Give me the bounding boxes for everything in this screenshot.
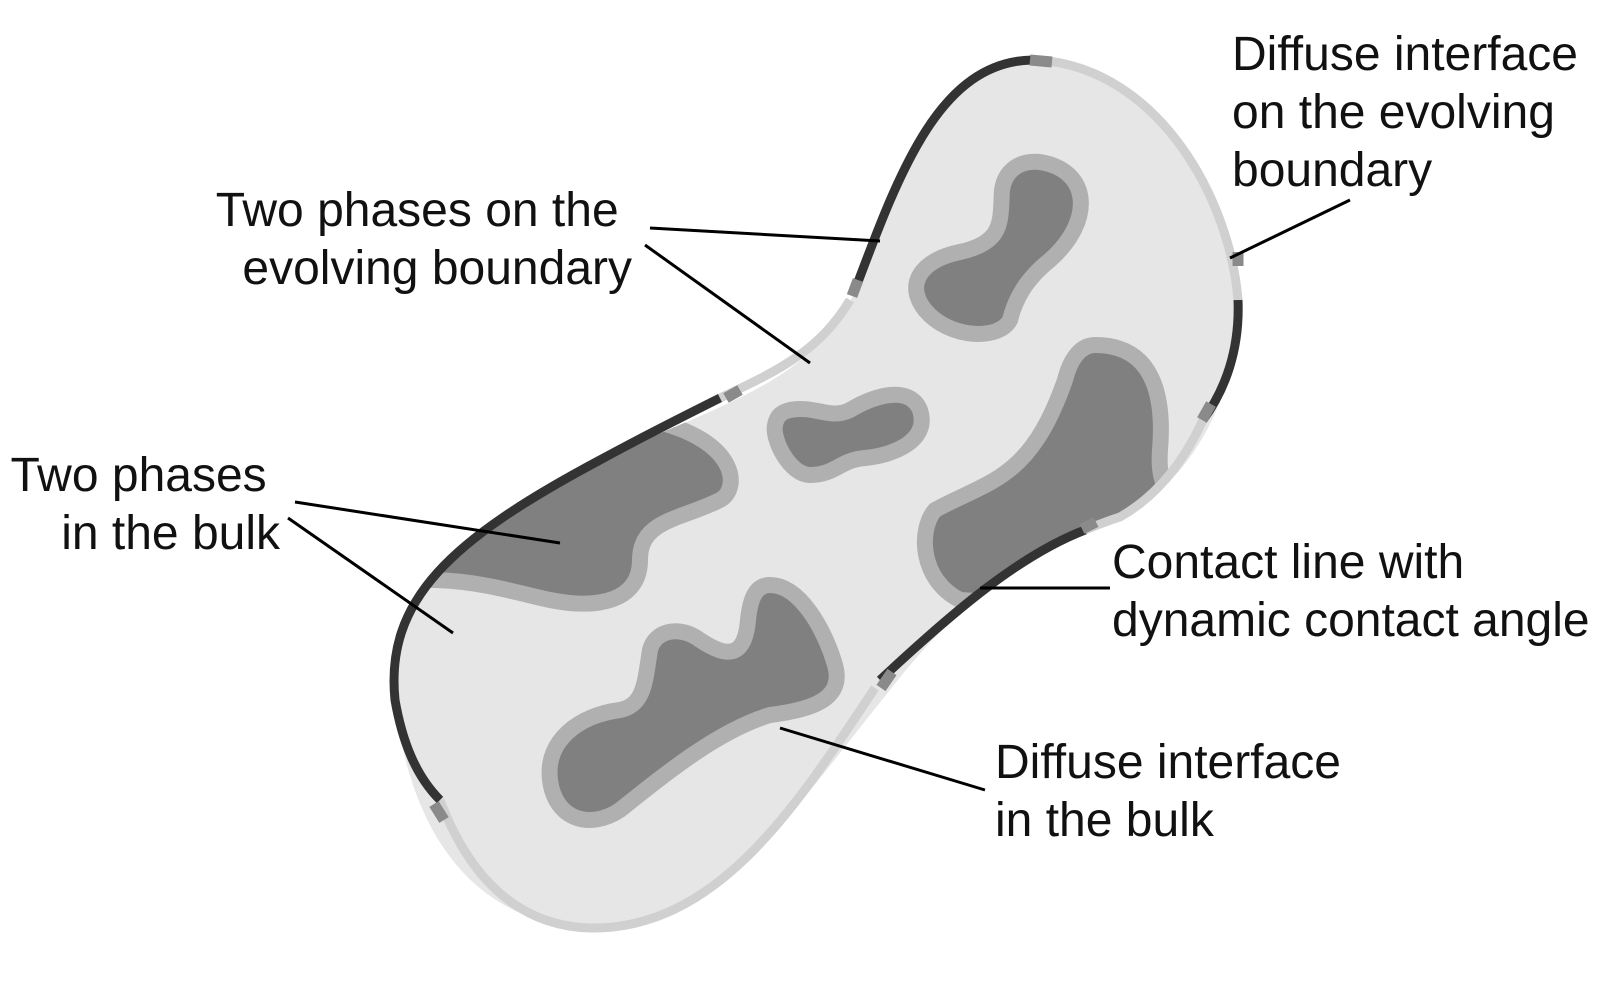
label-diffuse-interface-boundary: Diffuse interface on the evolving bounda… bbox=[1232, 28, 1591, 197]
label-two-phases-bulk: Two phases in the bulk bbox=[11, 449, 282, 560]
label-contact-line: Contact line with dynamic contact angle bbox=[1112, 536, 1590, 647]
phase-droplet-top bbox=[908, 153, 1089, 342]
phase-droplet-middle bbox=[766, 386, 930, 484]
label-diffuse-boundary-line2: on the evolving bbox=[1232, 86, 1555, 139]
leader-diffuse-boundary bbox=[1229, 198, 1351, 260]
leader-lines bbox=[287, 198, 1351, 792]
leader-diffuse-bulk bbox=[779, 726, 986, 792]
label-diffuse-boundary-line3: boundary bbox=[1232, 144, 1432, 197]
label-two-phases-bulk-line1: Two phases bbox=[11, 449, 267, 502]
label-diffuse-interface-bulk: Diffuse interface in the bulk bbox=[995, 736, 1354, 847]
leader-bulk-dark bbox=[294, 500, 561, 545]
label-diffuse-boundary-line1: Diffuse interface bbox=[1232, 28, 1578, 81]
label-contact-line-line2: dynamic contact angle bbox=[1112, 594, 1590, 647]
label-two-phases-bulk-line2: in the bulk bbox=[61, 507, 281, 560]
label-two-phases-boundary: Two phases on the evolving boundary bbox=[216, 184, 632, 295]
label-diffuse-bulk-line1: Diffuse interface bbox=[995, 736, 1341, 789]
label-contact-line-line1: Contact line with bbox=[1112, 536, 1464, 589]
leader-boundary-dark bbox=[649, 226, 881, 243]
label-two-phases-boundary-line1: Two phases on the bbox=[216, 184, 619, 237]
label-two-phases-boundary-line2: evolving boundary bbox=[242, 242, 632, 295]
label-diffuse-bulk-line2: in the bulk bbox=[995, 794, 1215, 847]
leader-bulk-light bbox=[287, 516, 454, 635]
phase-droplet-bottom bbox=[541, 576, 845, 828]
leader-boundary-light bbox=[644, 243, 811, 365]
